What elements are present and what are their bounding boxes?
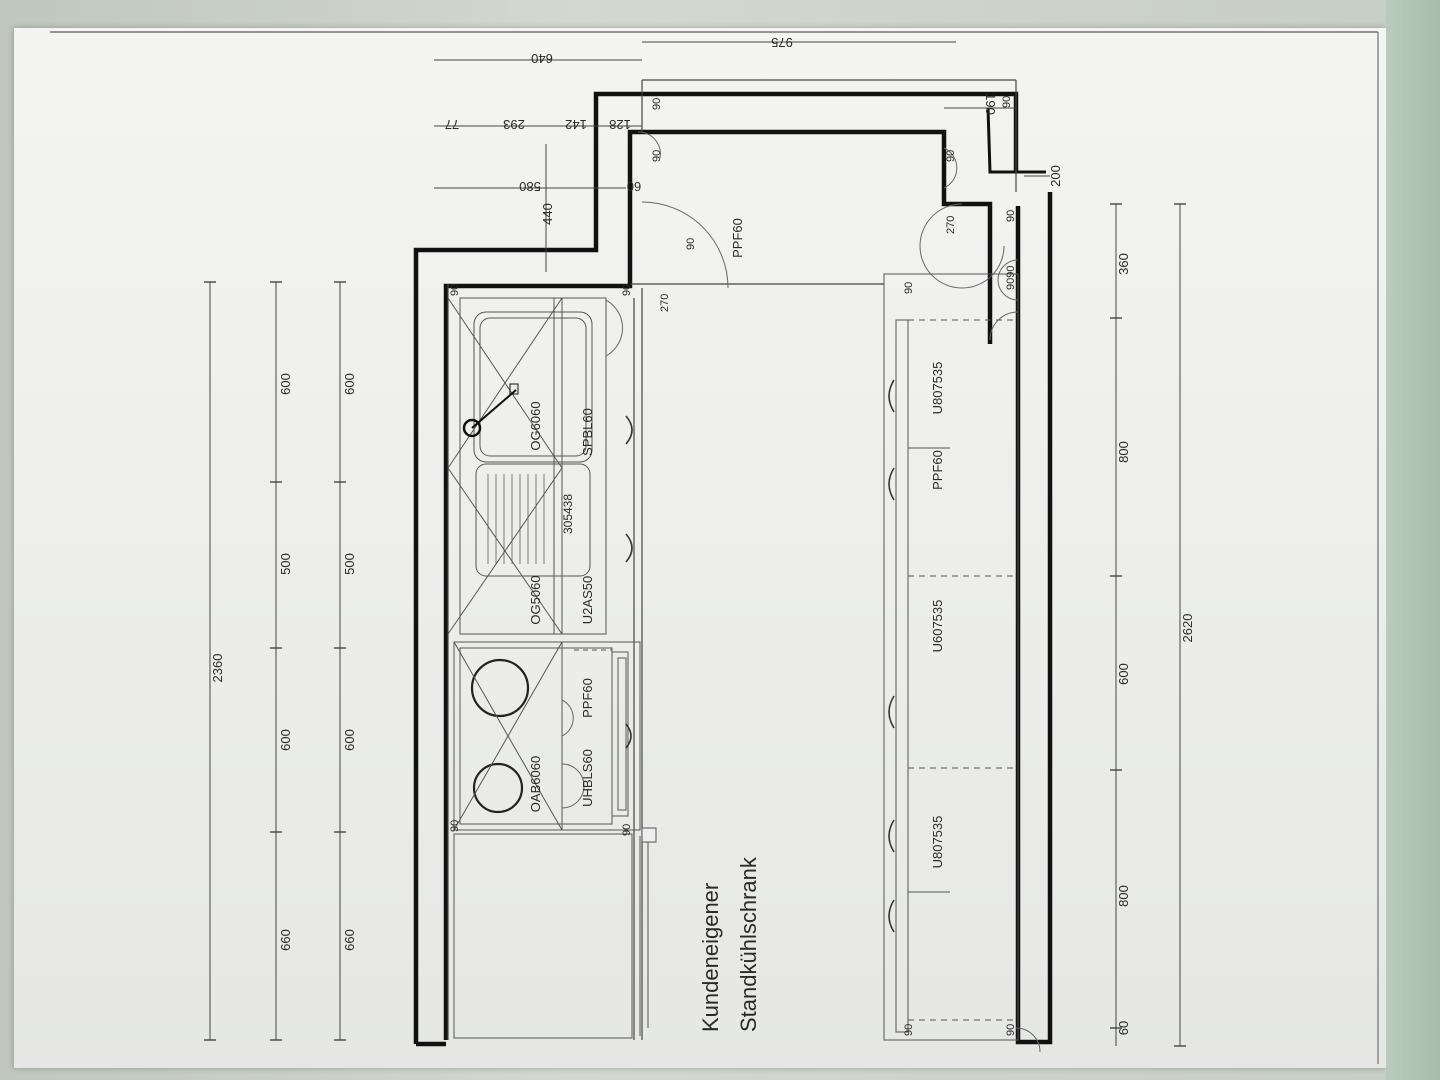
dim-60: 60 <box>1116 1021 1131 1035</box>
angle-90: 90 <box>449 820 461 832</box>
angle-270: 270 <box>945 216 957 234</box>
label-UHBLS60: UHBLS60 <box>580 749 595 807</box>
label-U807535-b: U807535 <box>930 816 945 869</box>
dimension-lines <box>204 41 1186 1047</box>
paper-sheet: 2360 660 600 500 600 660 600 500 600 262… <box>14 28 1386 1068</box>
dim-2620: 2620 <box>1180 614 1195 643</box>
dim-200: 200 <box>1048 165 1063 187</box>
dim-top-500: 500 <box>278 553 293 575</box>
dim-142: 142 <box>565 117 587 132</box>
angle-90: 90 <box>685 238 697 250</box>
dim-2360: 2360 <box>210 654 225 683</box>
dim-800a: 800 <box>1116 885 1131 907</box>
angle-90: 90 <box>1005 210 1017 222</box>
angle-90: 90 <box>945 150 957 162</box>
label-PPF60-right: PPF60 <box>930 450 945 490</box>
dim-800b: 800 <box>1116 441 1131 463</box>
angle-9090: 9090 <box>1005 266 1017 290</box>
label-PPF60-corner: PPF60 <box>730 218 745 258</box>
angle-90: 90 <box>903 1024 915 1036</box>
angle-90: 90 <box>1001 96 1013 108</box>
note-kundeneigener: Kundeneigener <box>698 883 723 1032</box>
label-sink-code: 305438 <box>561 494 575 534</box>
dim-440: 440 <box>540 203 555 225</box>
dim-293: 293 <box>503 117 525 132</box>
dim-60-top: 60 <box>627 179 641 194</box>
room-outline <box>447 79 1017 1040</box>
note-standkuehlschrank: Standkühlschrank <box>736 856 761 1032</box>
dim-360: 360 <box>1116 253 1131 275</box>
right-counter <box>883 273 1019 1041</box>
dim-top-600a: 600 <box>278 729 293 751</box>
angle-90: 90 <box>1005 1024 1017 1036</box>
left-counter <box>447 297 657 1039</box>
angle-90: 90 <box>651 150 663 162</box>
dim-2-600b: 600 <box>342 373 357 395</box>
label-OAB6060: OAB6060 <box>528 756 543 812</box>
dim-640: 640 <box>531 51 553 66</box>
label-U807535-a: U807535 <box>930 362 945 415</box>
angle-90: 90 <box>903 282 915 294</box>
dim-77: 77 <box>445 117 459 132</box>
dim-975: 975 <box>771 35 793 50</box>
label-U607535: U607535 <box>930 600 945 653</box>
dim-2-660: 660 <box>342 929 357 951</box>
angle-270: 270 <box>659 294 671 312</box>
angle-90: 90 <box>621 284 633 296</box>
kitchen-floor-plan: 2360 660 600 500 600 660 600 500 600 262… <box>50 31 1379 1064</box>
label-PPF60-left: PPF60 <box>580 678 595 718</box>
dim-2-500: 500 <box>342 553 357 575</box>
dim-2-600a: 600 <box>342 729 357 751</box>
label-SPBL60: SPBL60 <box>580 408 595 456</box>
dim-top-660: 660 <box>278 929 293 951</box>
label-OG6060: OG6060 <box>528 401 543 450</box>
dim-600: 600 <box>1116 663 1131 685</box>
dim-580: 580 <box>519 179 541 194</box>
label-OG5060: OG5060 <box>528 575 543 624</box>
green-panel <box>1386 0 1440 1080</box>
angle-90: 90 <box>449 284 461 296</box>
angle-90: 90 <box>651 98 663 110</box>
label-U2AS50: U2AS50 <box>580 576 595 624</box>
dim-190: 190 <box>983 93 998 115</box>
dim-128: 128 <box>609 117 631 132</box>
angle-90: 90 <box>621 824 633 836</box>
dim-top-600b: 600 <box>278 373 293 395</box>
